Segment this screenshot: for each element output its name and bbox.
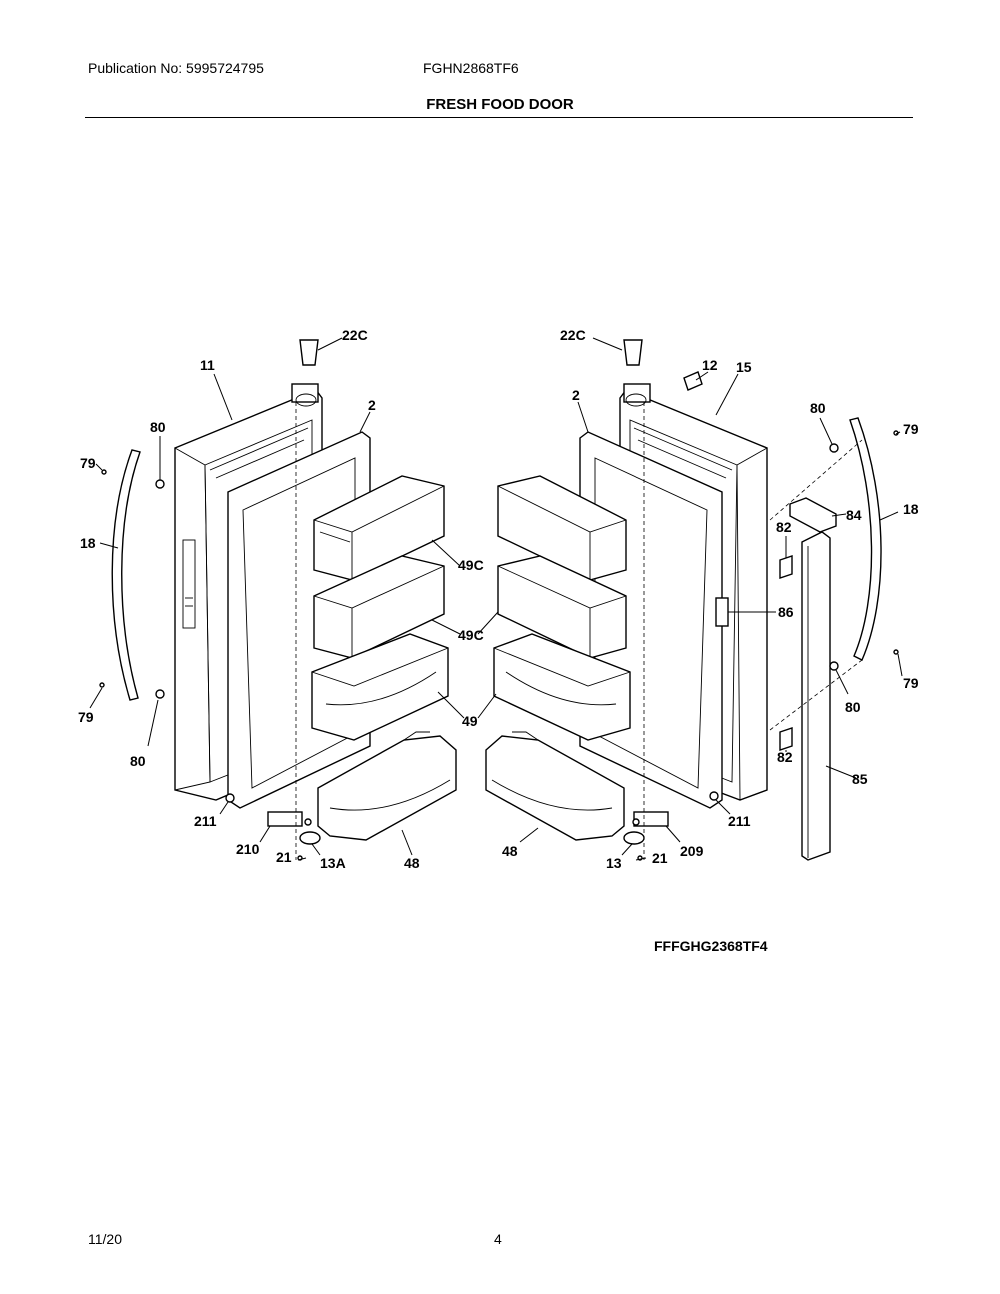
callout-49c-upper: 49C (458, 557, 484, 573)
callout-82-top: 82 (776, 519, 792, 535)
right-door-bin-49c-middle (497, 555, 627, 659)
callout-21-right: 21 (652, 850, 668, 866)
left-hardware (99, 339, 321, 861)
callout-48-right: 48 (502, 843, 518, 859)
callout-49: 49 (462, 713, 478, 729)
callout-80-top-right: 80 (810, 400, 826, 416)
callout-86: 86 (778, 604, 794, 620)
right-door-bin-48 (485, 731, 625, 841)
left-door-bin-49 (311, 633, 449, 741)
callout-49c-lower: 49C (458, 627, 484, 643)
callout-11: 11 (200, 357, 215, 373)
callout-48-left: 48 (404, 855, 420, 871)
callout-79-bottom-left: 79 (78, 709, 94, 725)
callout-15: 15 (736, 359, 752, 375)
right-door-bin-49c-top (497, 475, 627, 581)
callout-84: 84 (846, 507, 862, 523)
left-handle-18 (111, 449, 141, 701)
callout-13a: 13A (320, 855, 346, 871)
left-door-bin-49c-middle (313, 555, 445, 659)
diagram-model-code: FFFGHG2368TF4 (654, 938, 768, 954)
callout-82-bottom: 82 (777, 749, 793, 765)
callout-18-right: 18 (903, 501, 919, 517)
callout-18-left: 18 (80, 535, 96, 551)
callout-2-left: 2 (368, 397, 376, 413)
callout-80-bottom-right: 80 (845, 699, 861, 715)
callout-211-left: 211 (194, 813, 217, 829)
callout-21-left: 21 (276, 849, 292, 865)
callout-209: 209 (680, 843, 704, 859)
footer-page-number: 4 (494, 1231, 502, 1247)
right-door-mullion-85 (801, 531, 831, 861)
callout-79-top-right: 79 (903, 421, 919, 437)
leader-lines (89, 337, 903, 861)
left-door-bin-49c-top (313, 475, 445, 581)
section-title: FRESH FOOD DOOR (426, 96, 574, 113)
callout-79-bottom-right: 79 (903, 675, 919, 691)
footer-date: 11/20 (88, 1231, 122, 1247)
publication-number: Publication No: 5995724795 (88, 60, 264, 76)
callout-22c-right: 22C (560, 327, 586, 343)
model-number: FGHN2868TF6 (423, 60, 519, 76)
callout-22c-left: 22C (342, 327, 368, 343)
callout-12: 12 (702, 357, 718, 373)
callout-210: 210 (236, 841, 260, 857)
callout-80-bottom-left: 80 (130, 753, 146, 769)
callout-79-top-left: 79 (80, 455, 96, 471)
right-hardware (623, 339, 899, 861)
header-rule (85, 117, 913, 118)
callout-2-right: 2 (572, 387, 580, 403)
callout-211-right: 211 (728, 813, 751, 829)
callout-80-top-left: 80 (150, 419, 166, 435)
right-handle-18 (849, 417, 882, 661)
left-door-bin-48 (317, 731, 457, 841)
callout-85: 85 (852, 771, 868, 787)
callout-13: 13 (606, 855, 622, 871)
